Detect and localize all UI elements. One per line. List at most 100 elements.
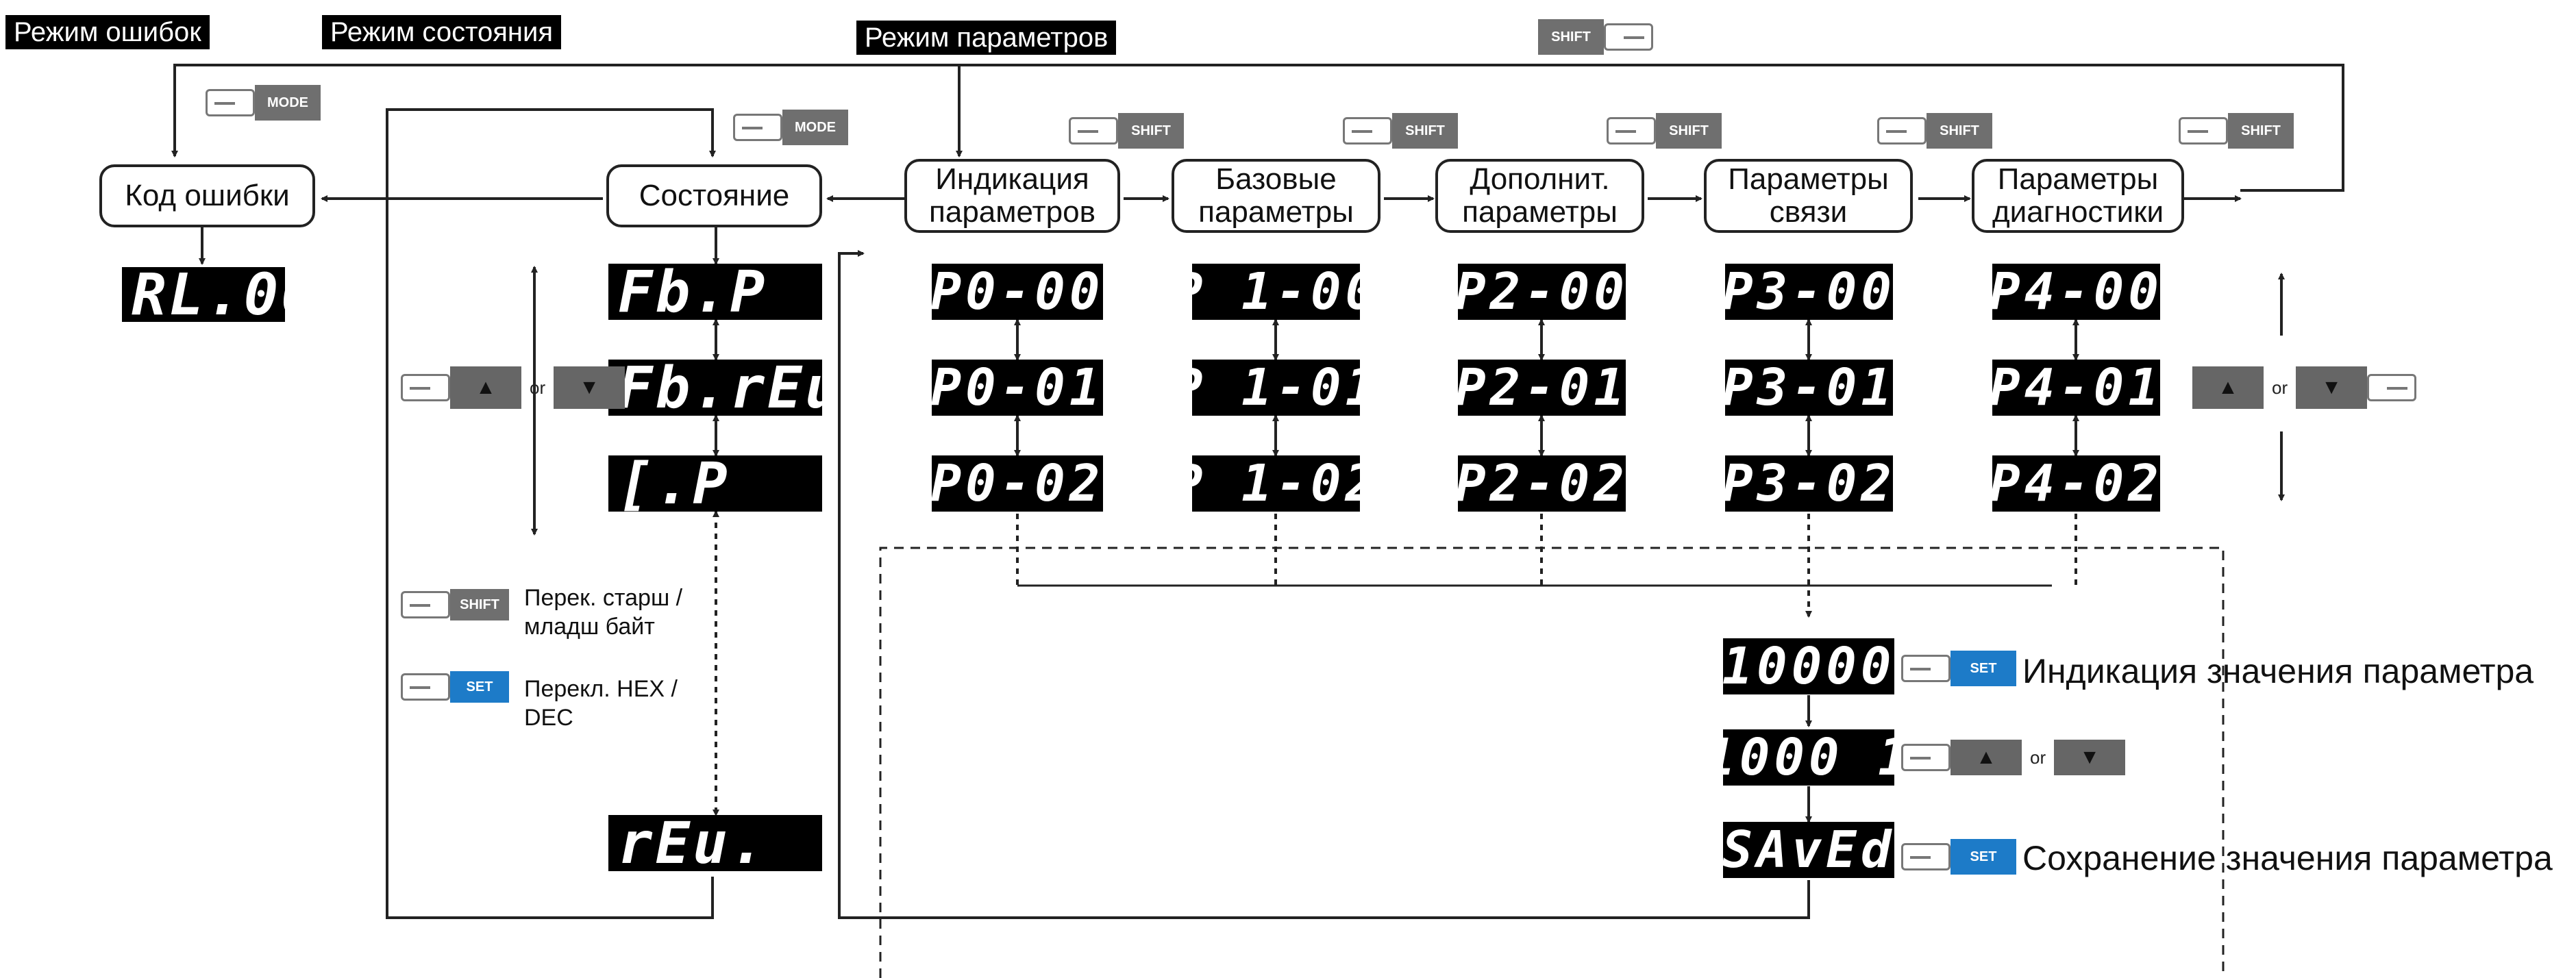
param-p3-02: P3-02 — [1725, 455, 1893, 512]
param-display-line2: параметров — [929, 195, 1095, 229]
hand-icon — [206, 89, 255, 116]
error-code-box: Код ошибки — [99, 164, 315, 227]
or-label: or — [530, 377, 546, 398]
status-display-cp: [.P — [608, 455, 822, 512]
or-label: or — [2272, 377, 2288, 398]
hand-icon — [1604, 23, 1653, 51]
shift-key-label: SHIFT — [1392, 113, 1458, 149]
shift-key-2[interactable]: SHIFT — [1343, 113, 1458, 149]
basic-params-box: Базовые параметры — [1172, 159, 1380, 233]
up-key[interactable]: ▲ — [2192, 366, 2264, 409]
param-p4-00: P4-00 — [1992, 264, 2160, 320]
down-key[interactable]: ▼ — [2054, 740, 2126, 775]
comm-params-box: Параметры связи — [1704, 159, 1913, 233]
param-display-line1: Индикация — [935, 162, 1089, 196]
param-display-box: Индикация параметров — [904, 159, 1120, 233]
triangle-up-icon: ▲ — [2218, 376, 2238, 399]
save-set-key[interactable]: SET — [1901, 839, 2016, 875]
shift-note-line1: Перек. старш / — [524, 585, 683, 611]
diag-params-line2: диагностики — [1992, 195, 2164, 229]
edit-frame — [879, 547, 2225, 978]
hand-icon — [1877, 117, 1927, 145]
set-note-line1: Перекл. HEX / — [524, 676, 678, 702]
mode-key-error[interactable]: MODE — [206, 85, 321, 121]
value-display-set-key[interactable]: SET — [1901, 651, 2016, 686]
hand-icon — [1901, 744, 1950, 771]
param-updown-keys[interactable]: ▲ or ▼ — [2192, 366, 2417, 409]
error-display: RL.00 1 — [122, 267, 285, 322]
param-p4-02: P4-02 — [1992, 455, 2160, 512]
set-note-key[interactable]: SET — [401, 671, 509, 703]
param-p3-00: P3-00 — [1725, 264, 1893, 320]
hand-icon — [1607, 117, 1656, 145]
param-p3-01: P3-01 — [1725, 360, 1893, 416]
down-key[interactable]: ▼ — [2296, 366, 2368, 409]
status-display-fbrev: Fb.rEu — [608, 360, 822, 416]
diag-params-line1: Параметры — [1997, 162, 2159, 196]
saved-display: SAvEd — [1723, 822, 1894, 878]
status-mode-label: Режим состояния — [322, 15, 561, 49]
shift-key-3[interactable]: SHIFT — [1607, 113, 1722, 149]
set-key-label: SET — [450, 671, 509, 703]
save-return-line — [838, 250, 1810, 919]
comm-params-line2: связи — [1769, 195, 1848, 229]
extended-params-line2: параметры — [1462, 195, 1618, 229]
status-box-label: Состояние — [639, 179, 790, 212]
or-label: or — [2030, 747, 2046, 768]
value-save-note: Сохранение значения параметра — [2022, 839, 2553, 877]
hand-icon — [1901, 655, 1950, 682]
hand-icon — [733, 114, 782, 141]
param-p0-00: P0-00 — [932, 264, 1103, 320]
param-p4-01: P4-01 — [1992, 360, 2160, 416]
error-mode-label: Режим ошибок — [5, 15, 210, 49]
param-p1-02: P 1-02 — [1192, 455, 1360, 512]
shift-key-label: SHIFT — [1927, 113, 1992, 149]
shift-note-key[interactable]: SHIFT — [401, 589, 509, 620]
extended-params-box: Дополнит. параметры — [1435, 159, 1644, 233]
set-note-line2: DEC — [524, 705, 573, 731]
triangle-down-icon: ▼ — [2079, 746, 2100, 768]
status-display-rev: rEu. — [608, 815, 822, 871]
shift-key-1[interactable]: SHIFT — [1069, 113, 1184, 149]
set-key-label: SET — [1950, 839, 2016, 875]
up-key[interactable]: ▲ — [1950, 740, 2022, 775]
set-key-label: SET — [1950, 651, 2016, 686]
diag-params-box: Параметры диагностики — [1972, 159, 2184, 233]
shift-note: Перек. старш / младш байт — [524, 584, 682, 641]
param-p1-01: P 1-01 — [1192, 360, 1360, 416]
mode-key-status[interactable]: MODE — [733, 110, 848, 145]
error-code-box-label: Код ошибки — [125, 179, 290, 212]
hand-icon — [1901, 843, 1950, 870]
down-key[interactable]: ▼ — [554, 366, 626, 409]
hand-icon — [401, 374, 450, 401]
shift-key-4[interactable]: SHIFT — [1877, 113, 1992, 149]
value-display-note: Индикация значения параметра — [2022, 652, 2534, 690]
triangle-down-icon: ▼ — [2321, 376, 2342, 399]
status-loop-line — [386, 108, 716, 919]
triangle-down-icon: ▼ — [579, 376, 599, 399]
mode-loop-line — [171, 64, 959, 158]
mode-key-label: MODE — [782, 110, 848, 145]
status-updown-keys[interactable]: ▲ or ▼ — [401, 366, 626, 409]
hand-icon — [2179, 117, 2228, 145]
extended-params-line1: Дополнит. — [1470, 162, 1610, 196]
shift-key-label: SHIFT — [1656, 113, 1722, 149]
value-updown-keys[interactable]: ▲ or ▼ — [1901, 740, 2126, 775]
hand-icon — [401, 673, 450, 701]
shift-key-5[interactable]: SHIFT — [2179, 113, 2294, 149]
param-p2-00: P2-00 — [1458, 264, 1626, 320]
up-key[interactable]: ▲ — [450, 366, 521, 409]
param-p2-02: P2-02 — [1458, 455, 1626, 512]
shift-key-label: SHIFT — [1538, 19, 1604, 55]
hand-icon — [2367, 374, 2417, 401]
mode-key-label: MODE — [255, 85, 321, 121]
hand-icon — [1069, 117, 1118, 145]
status-box: Состояние — [606, 164, 822, 227]
shift-key-label: SHIFT — [450, 589, 509, 620]
basic-params-line2: параметры — [1198, 195, 1354, 229]
hand-icon — [1343, 117, 1392, 145]
basic-params-line1: Базовые — [1215, 162, 1337, 196]
top-shift-key[interactable]: SHIFT — [1538, 19, 1653, 55]
param-p2-01: P2-01 — [1458, 360, 1626, 416]
